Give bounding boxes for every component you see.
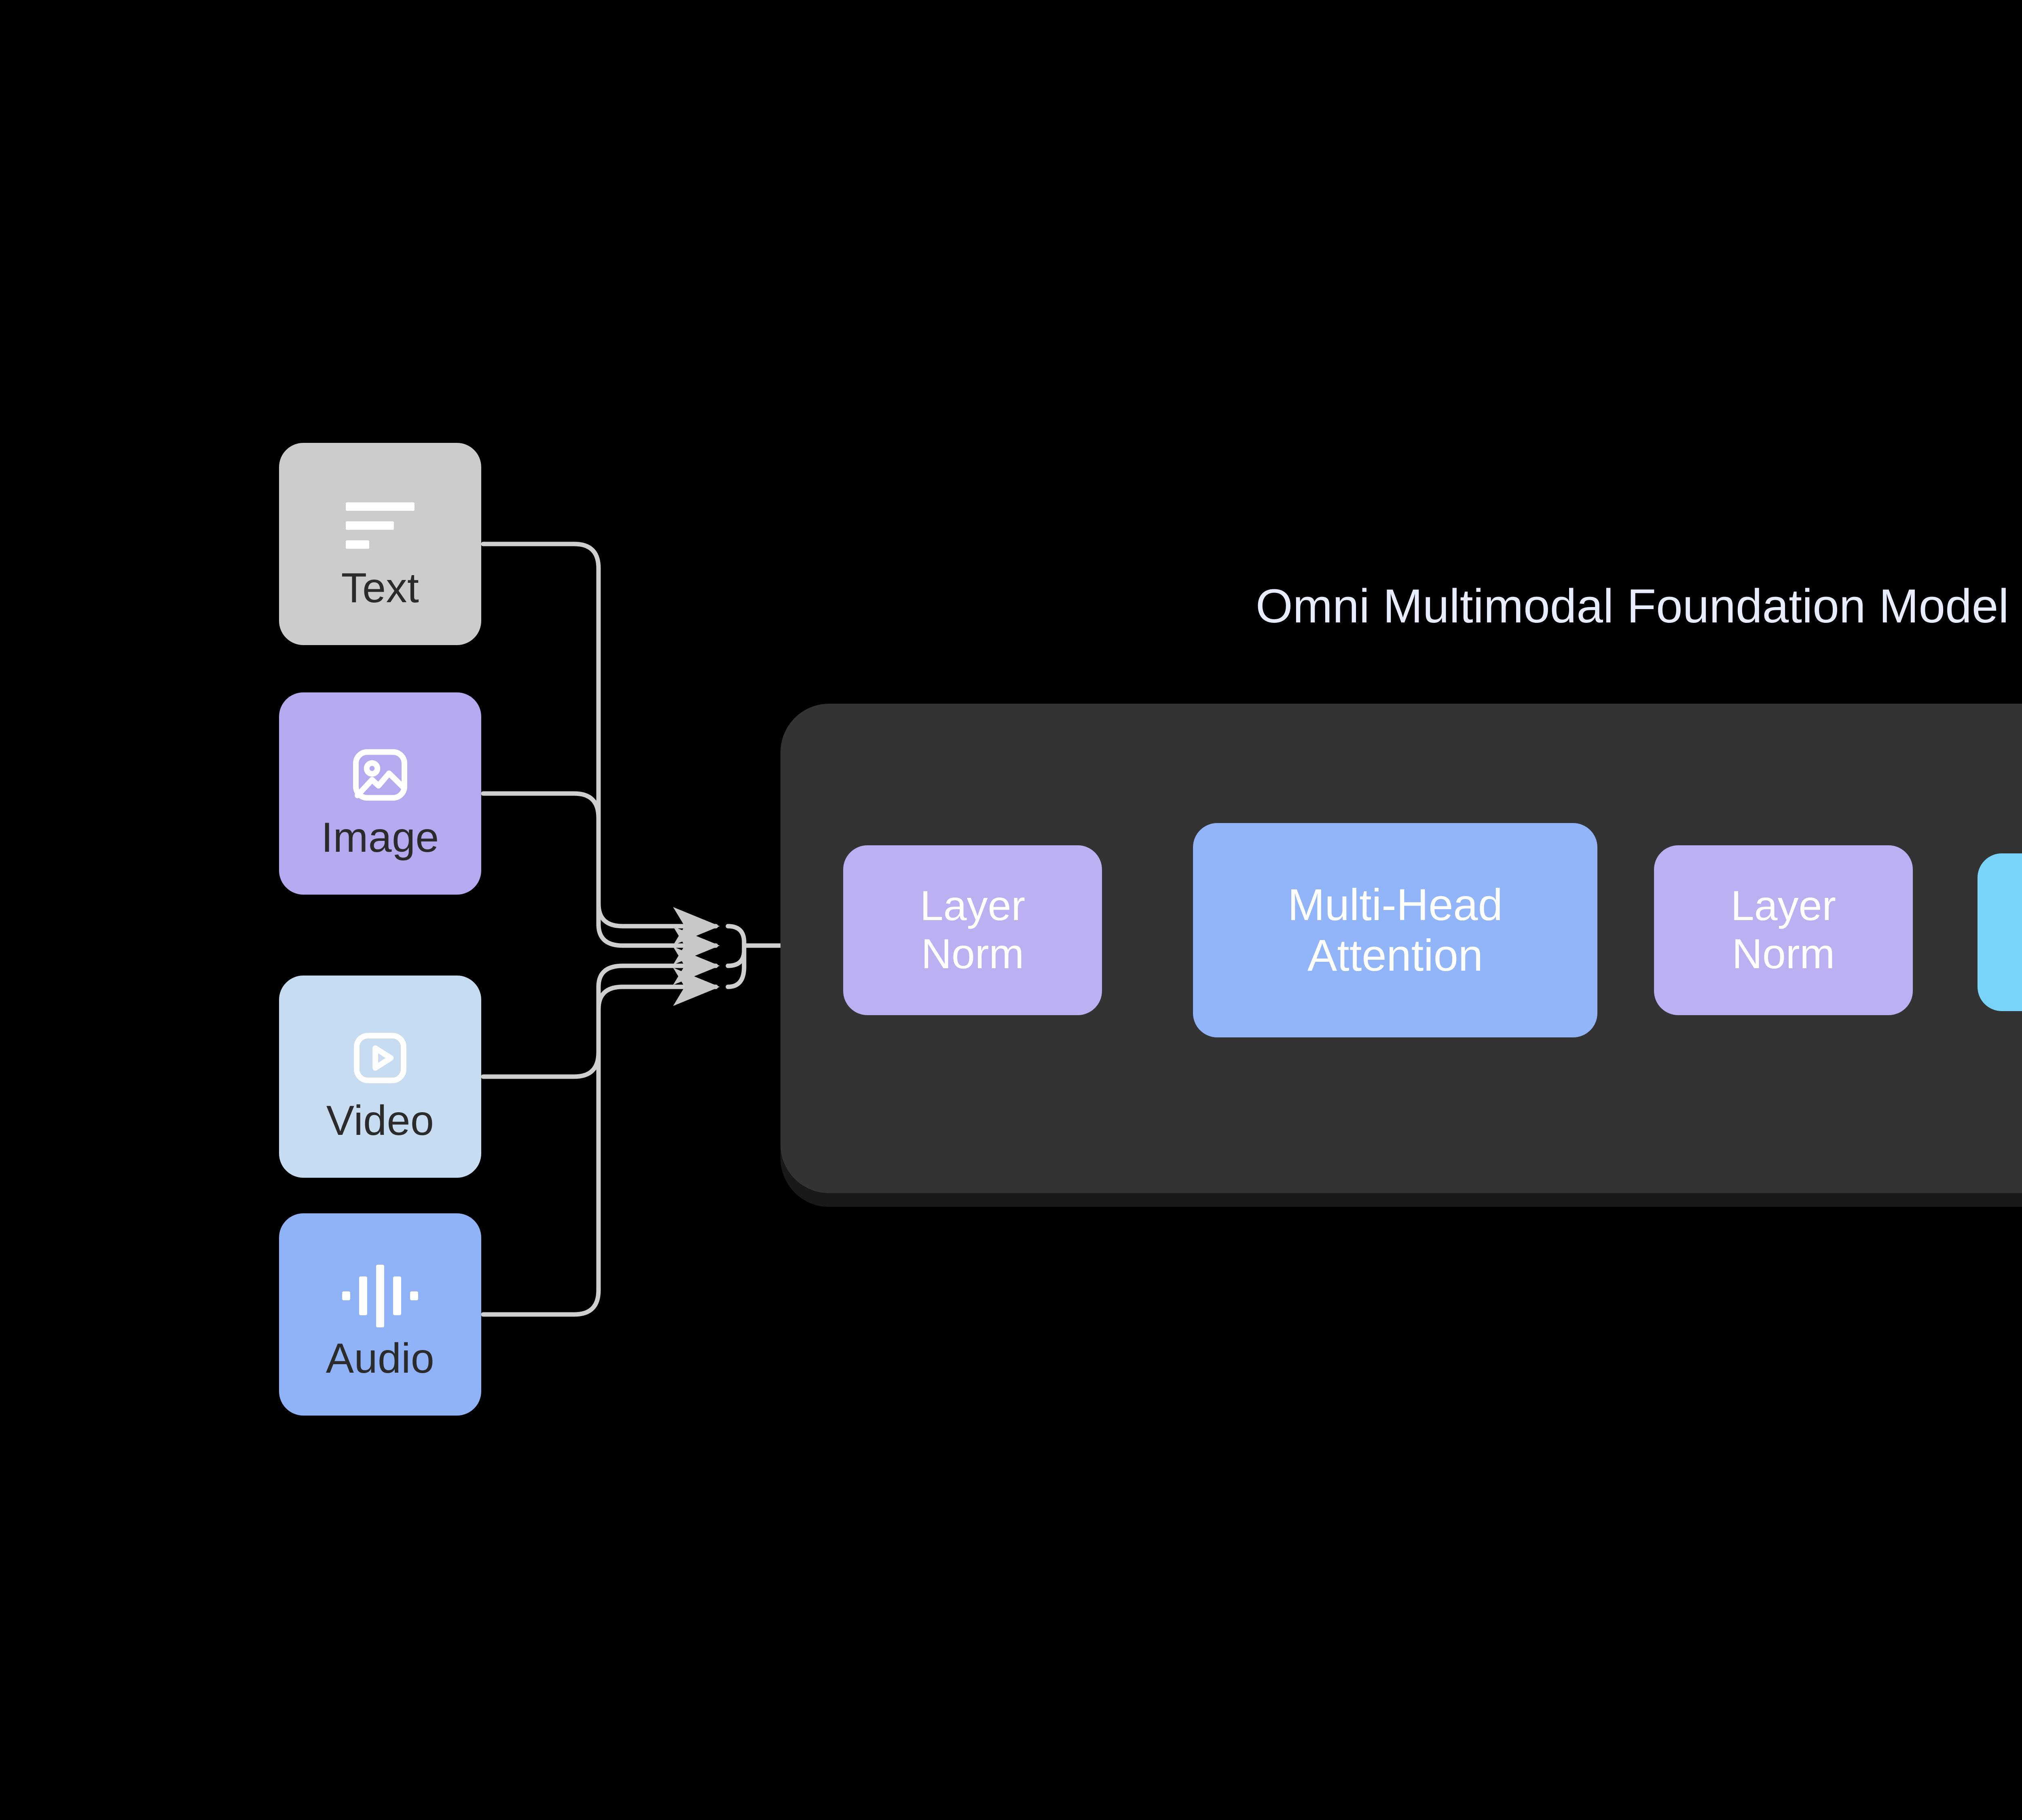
- wire-text: [481, 542, 720, 946]
- wire-fusion-bus-3: [725, 948, 747, 989]
- input-label-audio: Audio: [326, 1335, 435, 1382]
- input-node-video[interactable]: Video: [279, 976, 481, 1178]
- input-label-image: Image: [321, 814, 439, 861]
- block-label: Multi-Head Attention: [1288, 880, 1503, 980]
- wire-image: [481, 791, 720, 965]
- text-lines-icon: [346, 491, 415, 560]
- input-node-text[interactable]: Text: [279, 443, 481, 645]
- input-node-audio[interactable]: Audio: [279, 1213, 481, 1416]
- wire-audio: [481, 967, 720, 1317]
- wire-fusion-bus: [725, 924, 747, 951]
- block-multi-head-attention[interactable]: Multi-Head Attention: [1193, 823, 1597, 1037]
- wire-video: [481, 946, 720, 1079]
- block-layer-norm-2[interactable]: Layer Norm: [1654, 845, 1913, 1015]
- input-label-video: Video: [326, 1097, 434, 1144]
- block-label: Layer Norm: [1730, 882, 1836, 978]
- block-layer-norm-1[interactable]: Layer Norm: [843, 845, 1102, 1015]
- block-feed-forward[interactable]: Feed Forward: [1978, 853, 2022, 1011]
- input-label-text: Text: [341, 565, 419, 612]
- block-label: Layer Norm: [920, 882, 1026, 978]
- input-node-image[interactable]: Image: [279, 692, 481, 895]
- page-title: Omni Multimodal Foundation Model: [1256, 580, 2009, 633]
- waveform-icon: [342, 1261, 418, 1330]
- photo-icon: [348, 741, 412, 809]
- play-square-icon: [348, 1024, 412, 1092]
- wire-fusion-bus-2: [725, 946, 747, 968]
